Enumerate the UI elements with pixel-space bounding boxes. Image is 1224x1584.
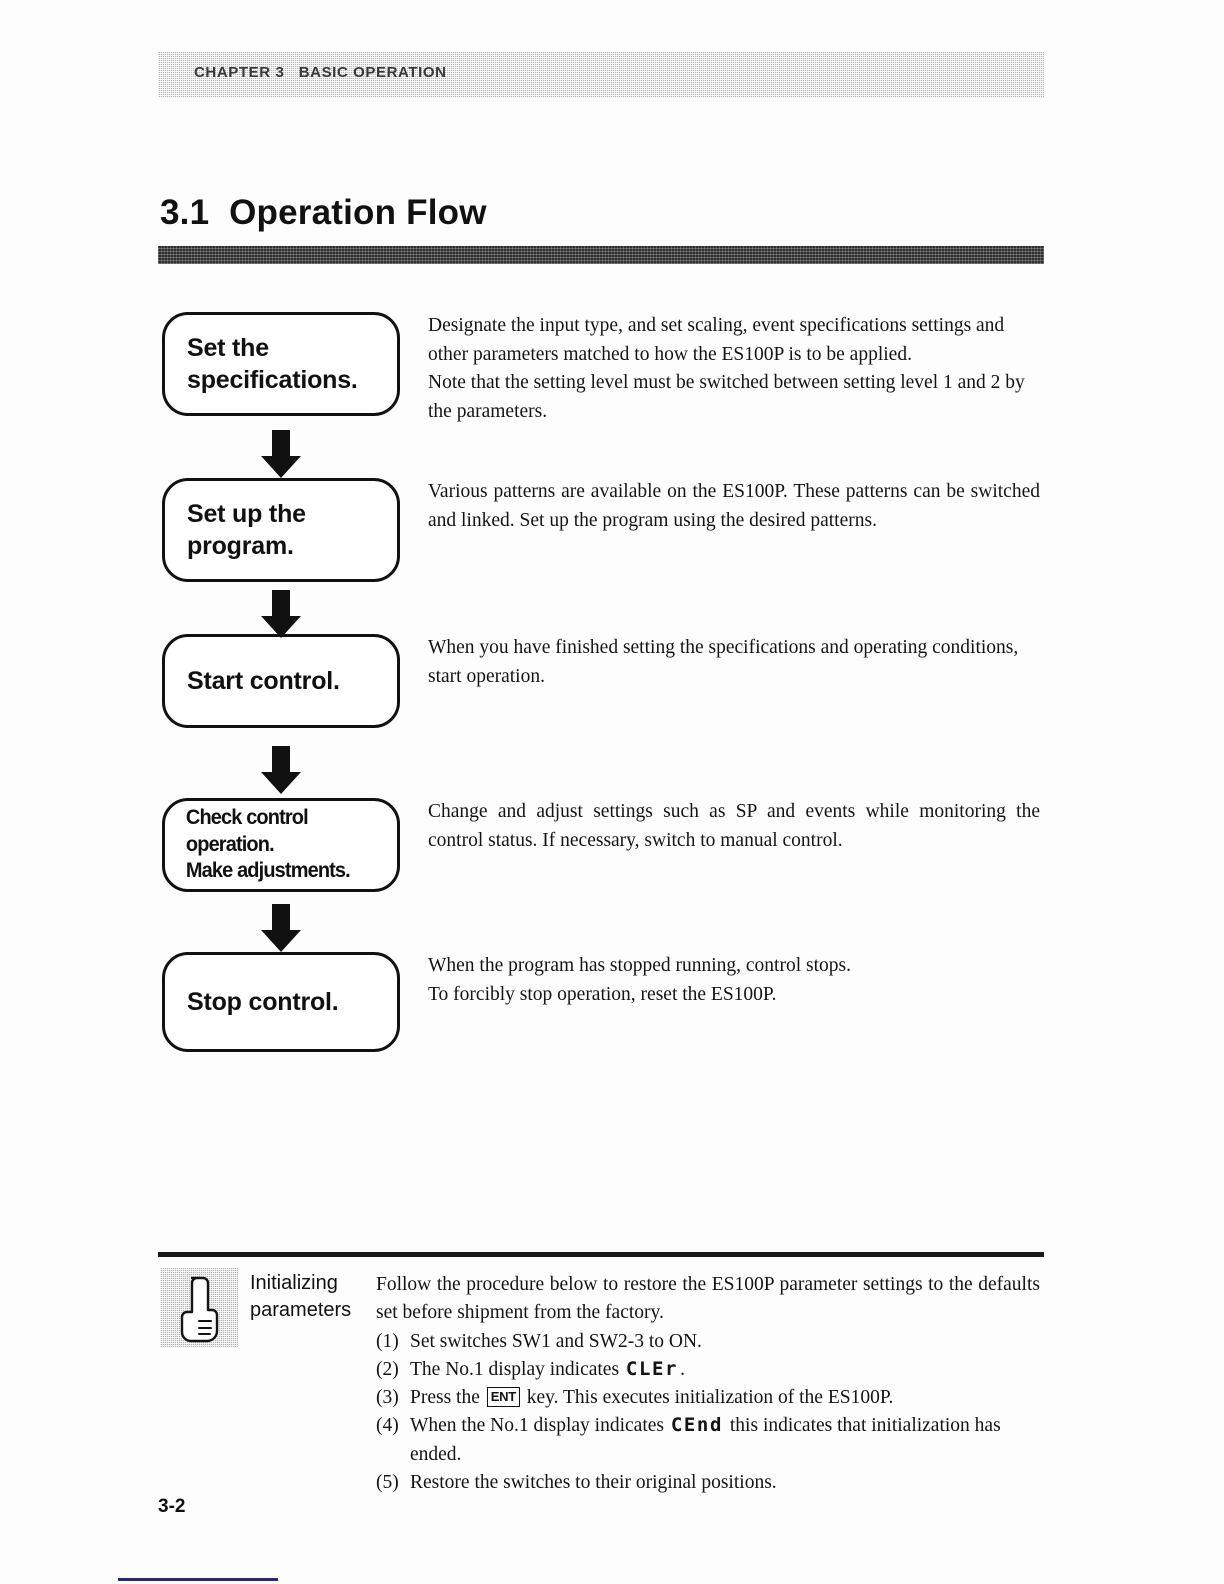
flow-description-set-up-program: Various patterns are available on the ES… bbox=[428, 478, 1040, 535]
page-title: 3.1 Operation Flow bbox=[160, 193, 487, 232]
title-underline-bar bbox=[158, 246, 1044, 264]
initialization-step: (4)When the No.1 display indicates CEnd … bbox=[376, 1412, 1040, 1469]
flow-box-start-control: Start control. bbox=[162, 634, 400, 728]
description-paragraph: Change and adjust settings such as SP an… bbox=[428, 801, 1040, 851]
note-title: Initializing parameters bbox=[250, 1272, 352, 1321]
initialization-step: (2) The No.1 display indicates CLEr. bbox=[376, 1356, 1040, 1384]
initialization-step: (1) Set switches SW1 and SW2-3 to ON. bbox=[376, 1328, 1040, 1356]
step-text: When the No.1 display indicates bbox=[410, 1415, 669, 1437]
down-arrow-icon bbox=[255, 902, 307, 954]
down-arrow-icon bbox=[255, 588, 307, 640]
step-number: (2) bbox=[376, 1358, 399, 1380]
flow-box-label: Stop control. bbox=[187, 988, 339, 1016]
description-paragraph: Designate the input type, and set scalin… bbox=[428, 315, 1005, 365]
step-number: (5) bbox=[376, 1471, 399, 1493]
initialization-step-list: (1) Set switches SW1 and SW2-3 to ON. (2) T… bbox=[376, 1328, 1040, 1498]
step-text: The No.1 display indicates bbox=[410, 1358, 624, 1380]
flow-box-label: Set the specifications. bbox=[187, 334, 358, 394]
step-number: (3) bbox=[376, 1387, 399, 1409]
down-arrow-icon bbox=[255, 744, 307, 796]
initialization-step: (3) Press the ENT key. This executes init… bbox=[376, 1384, 1040, 1412]
flow-box-label: Start control. bbox=[187, 667, 340, 695]
step-text: Set switches SW1 and SW2-3 to ON. bbox=[410, 1330, 702, 1352]
description-paragraph: When you have finished setting the speci… bbox=[428, 637, 1019, 687]
description-paragraph: Various patterns are available on the ES… bbox=[428, 481, 1040, 531]
step-text: Press the bbox=[410, 1387, 485, 1409]
display-code: CEnd bbox=[670, 1414, 724, 1437]
down-arrow-icon bbox=[255, 428, 307, 480]
ent-key-cap: ENT bbox=[486, 1387, 520, 1408]
step-number: (1) bbox=[376, 1330, 399, 1352]
flow-box-stop-control: Stop control. bbox=[162, 952, 400, 1052]
step-text: this indicates that initialization has e… bbox=[410, 1415, 1001, 1465]
page-number: 3-2 bbox=[158, 1496, 186, 1517]
flow-box-set-up-program: Set up the program. bbox=[162, 478, 400, 582]
flow-description-check-control-operation: Change and adjust settings such as SP an… bbox=[428, 798, 1040, 855]
note-intro: Follow the procedure below to restore th… bbox=[376, 1274, 1040, 1324]
flow-box-label: Check control operation. Make adjustment… bbox=[185, 805, 351, 883]
flow-box-check-control-operation: Check control operation. Make adjustment… bbox=[162, 798, 400, 892]
description-paragraph: Note that the setting level must be swit… bbox=[428, 372, 1025, 422]
flow-description-set-specifications: Designate the input type, and set scalin… bbox=[428, 312, 1040, 427]
pointing-hand-icon bbox=[160, 1268, 238, 1348]
step-text: Restore the switches to their original p… bbox=[410, 1471, 777, 1493]
initialization-step: (5) Restore the switches to their origina… bbox=[376, 1469, 1040, 1497]
note-body: Follow the procedure below to restore th… bbox=[376, 1271, 1040, 1497]
flow-description-start-control: When you have finished setting the speci… bbox=[428, 634, 1040, 691]
running-header-text: CHAPTER 3 BASIC OPERATION bbox=[194, 64, 447, 81]
flow-box-set-specifications: Set the specifications. bbox=[162, 312, 400, 416]
note-separator-rule bbox=[158, 1252, 1044, 1257]
description-paragraph: When the program has stopped running, co… bbox=[428, 955, 851, 976]
step-number: (4) bbox=[376, 1415, 399, 1437]
description-paragraph: To forcibly stop operation, reset the ES… bbox=[428, 983, 777, 1005]
flow-box-label: Set up the program. bbox=[187, 500, 306, 560]
flow-description-stop-control: When the program has stopped running, co… bbox=[428, 952, 1040, 1009]
display-code: CLEr bbox=[625, 1357, 679, 1380]
step-text: . bbox=[680, 1358, 685, 1380]
step-text: key. This executes initialization of the… bbox=[521, 1387, 894, 1409]
page-edge-mark bbox=[118, 1578, 278, 1581]
running-header-band: CHAPTER 3 BASIC OPERATION bbox=[158, 52, 1044, 98]
